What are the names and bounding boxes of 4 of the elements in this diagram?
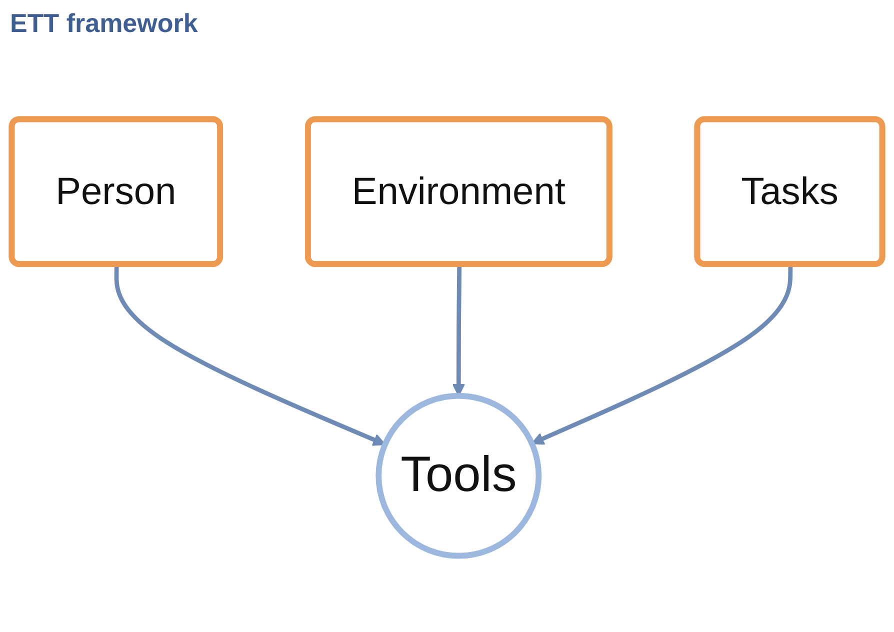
diagram-title: ETT framework [10,8,198,39]
arrow [114,264,386,446]
arrow [531,264,793,445]
node-circle: Tools [376,392,542,559]
